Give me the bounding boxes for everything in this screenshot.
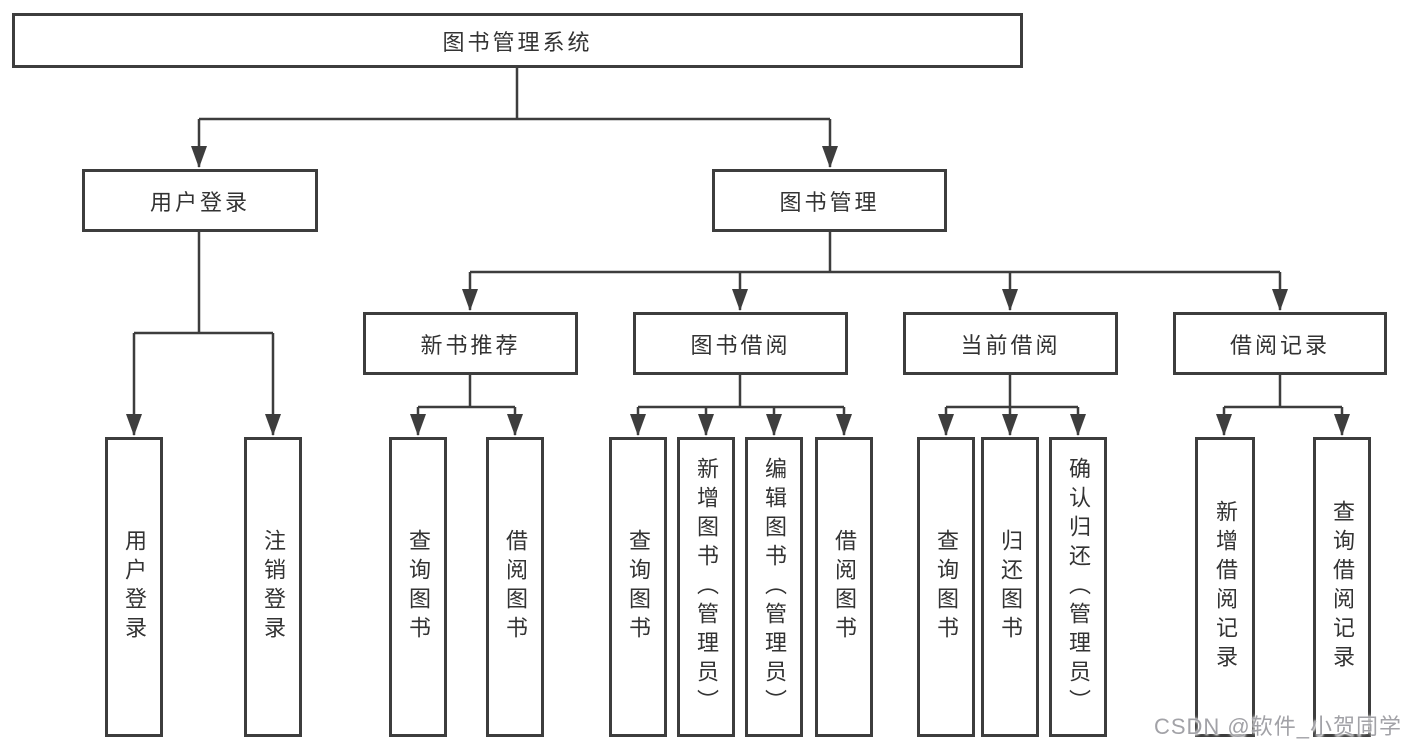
node-system-root: 图书管理系统 xyxy=(12,13,1023,68)
leaf-bb-edit-books-admin: 编辑图书（管理员） xyxy=(745,437,803,737)
leaf-cb-query-books: 查询图书 xyxy=(917,437,975,737)
leaf-bb-borrow-books: 借阅图书 xyxy=(815,437,873,737)
node-book-management: 图书管理 xyxy=(712,169,947,232)
node-book-borrowing: 图书借阅 xyxy=(633,312,848,375)
leaf-bb-add-books-admin: 新增图书（管理员） xyxy=(677,437,735,737)
leaf-nbr-borrow-books: 借阅图书 xyxy=(486,437,544,737)
leaf-cb-confirm-return-admin: 确认归还（管理员） xyxy=(1049,437,1107,737)
node-current-borrowing: 当前借阅 xyxy=(903,312,1118,375)
leaf-br-query-record: 查询借阅记录 xyxy=(1313,437,1371,737)
leaf-nbr-query-books: 查询图书 xyxy=(389,437,447,737)
leaf-cb-return-books: 归还图书 xyxy=(981,437,1039,737)
leaf-user-login: 用户登录 xyxy=(105,437,163,737)
node-new-book-recommendation: 新书推荐 xyxy=(363,312,578,375)
leaf-logout: 注销登录 xyxy=(244,437,302,737)
node-user-login: 用户登录 xyxy=(82,169,318,232)
watermark: CSDN @软件_小贺同学 xyxy=(1153,714,1402,739)
leaf-br-add-record: 新增借阅记录 xyxy=(1195,437,1255,737)
node-borrowing-records: 借阅记录 xyxy=(1173,312,1387,375)
leaf-bb-query-books: 查询图书 xyxy=(609,437,667,737)
